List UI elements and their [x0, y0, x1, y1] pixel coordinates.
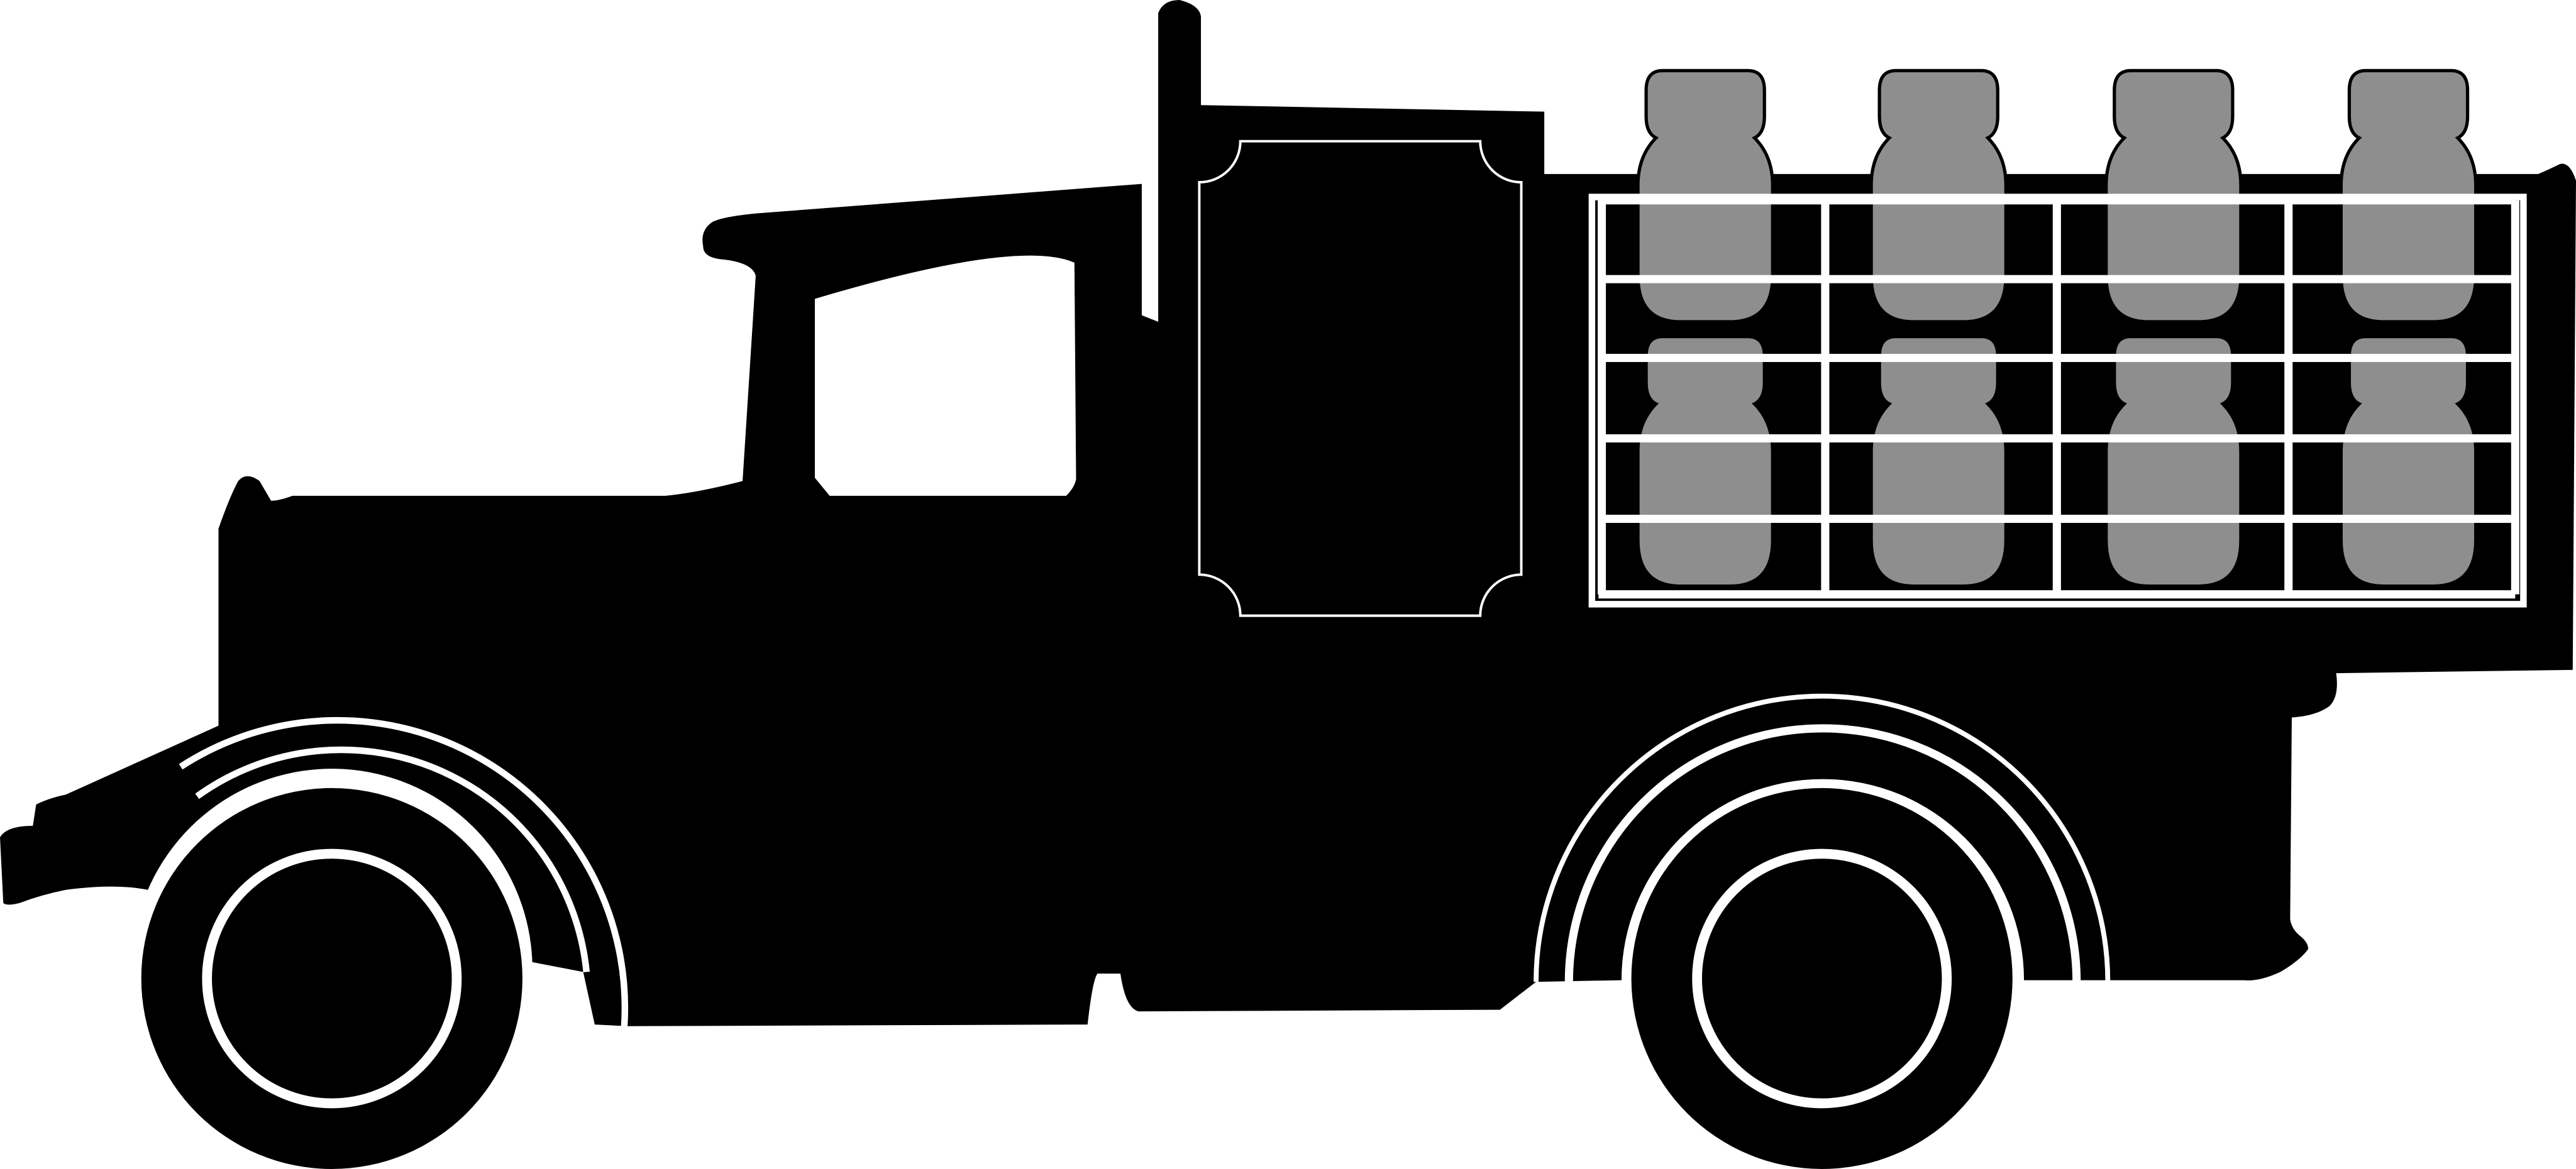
front-tire [141, 788, 522, 1169]
rear-fender-mid [1564, 724, 2081, 982]
front-wheel [141, 788, 522, 1169]
bottle [2339, 334, 2478, 588]
front-fender-inner [195, 746, 590, 973]
rear-tire [1631, 788, 2013, 1169]
front-hub-ring [202, 848, 462, 1109]
rear-hub-ring [1692, 848, 1952, 1109]
bottle [2104, 334, 2243, 588]
front-fender-outer [179, 716, 629, 1027]
fender-outlines [179, 693, 2111, 1027]
rear-wheel [1631, 788, 2013, 1169]
bottle [1636, 334, 1774, 588]
rear-fender-outer [1534, 693, 2111, 982]
door-panel [1198, 140, 1523, 617]
bottle-group [1636, 69, 2478, 588]
cab-window [814, 255, 1076, 496]
bottle [1869, 334, 2008, 588]
crate-frame [1588, 194, 2527, 608]
